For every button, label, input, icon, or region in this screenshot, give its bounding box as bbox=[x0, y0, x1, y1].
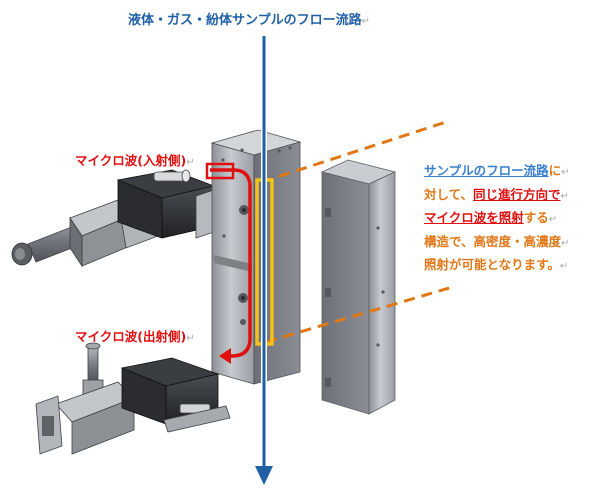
microwave-path bbox=[205, 162, 252, 358]
microwave-input-label: マイクロ波(入射側)↵ bbox=[75, 153, 195, 168]
description-line-1: サンプルのフロー流路に↵ bbox=[424, 163, 570, 178]
right-plate bbox=[320, 159, 397, 415]
flow-arrow bbox=[255, 36, 273, 485]
description-text: サンプルのフロー流路に↵ 対して、同じ進行方向で↵ マイクロ波を照射する↵ 構造… bbox=[424, 160, 570, 278]
description-line-4: 構造で、高密度・高濃度↵ bbox=[424, 233, 570, 249]
microwave-input-assembly bbox=[11, 169, 216, 268]
microwave-out-arrowhead bbox=[219, 348, 231, 364]
projection-lines bbox=[261, 120, 457, 344]
microwave-output-label: マイクロ波(出射側)↵ bbox=[75, 329, 195, 344]
description-line-5: 照射が可能となります。↵ bbox=[424, 257, 569, 272]
description-line-3: マイクロ波を照射する↵ bbox=[424, 210, 558, 225]
flow-path-title: 液体・ガス・紛体サンプルのフロー流路↵ bbox=[128, 13, 371, 28]
microwave-output-assembly bbox=[35, 342, 231, 455]
description-line-2: 対して、同じ進行方向で↵ bbox=[424, 186, 569, 202]
